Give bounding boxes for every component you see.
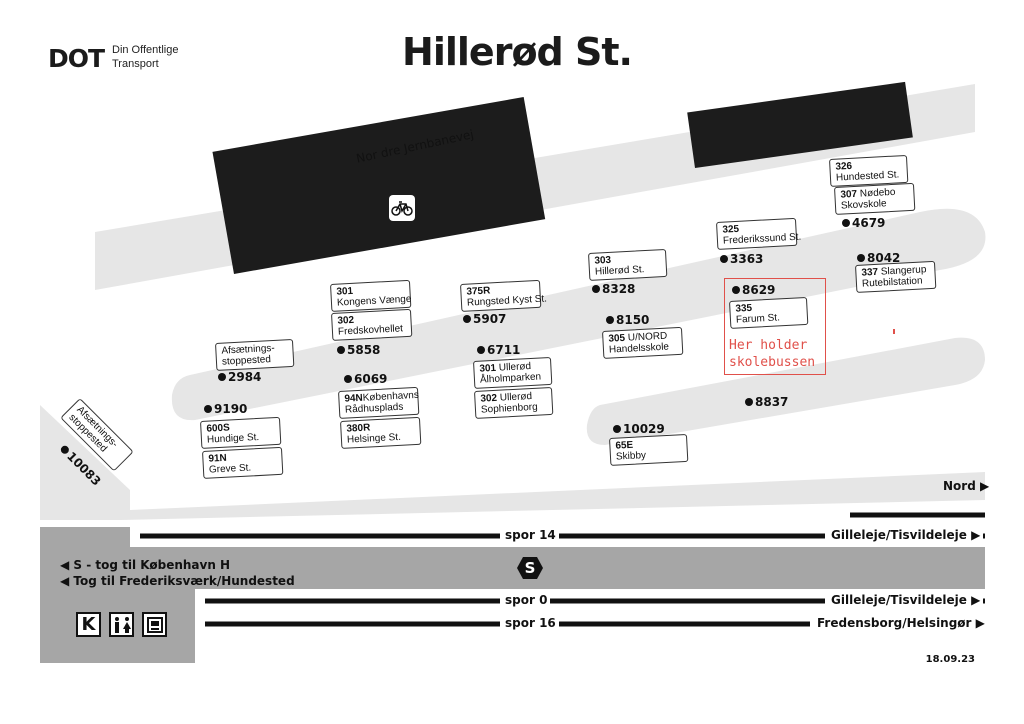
track-name: spor 0 (502, 593, 551, 607)
bus-stop: 8150 (606, 313, 649, 327)
logo-line-2: Transport (112, 58, 159, 70)
north-direction: Nord ▶ (943, 479, 990, 493)
bus-stop: 6711 (477, 343, 520, 357)
south-apron (40, 405, 985, 520)
bus-lane-upper (171, 208, 986, 421)
toilet-icon (109, 612, 134, 637)
stop-dot-icon (720, 255, 728, 263)
stop-dot-icon (204, 405, 212, 413)
bus-stop: 5858 (337, 343, 380, 357)
kiosk-icon: K (76, 612, 101, 637)
stop-dot-icon (344, 375, 352, 383)
route-label: Afsætnings-stoppested (215, 338, 295, 371)
stop-dot-icon (477, 346, 485, 354)
page-title: Hillerød St. (402, 30, 633, 74)
train-direction: ◀ S - tog til København H (60, 558, 231, 572)
track-name: spor 14 (502, 528, 559, 542)
bus-stop: 4679 (842, 216, 885, 230)
logo-mark: DOT (48, 44, 105, 73)
bus-stop: 3363 (720, 252, 763, 266)
bus-stop: 2984 (218, 370, 261, 384)
track-destination: Fredensborg/Helsingør ▶ (814, 616, 988, 630)
stop-dot-icon (218, 373, 226, 381)
bus-stop: 8328 (592, 282, 635, 296)
map-date: 18.09.23 (925, 654, 975, 665)
bus-stop: 5907 (463, 312, 506, 326)
bus-stop: 10029 (613, 422, 665, 436)
stop-dot-icon (463, 315, 471, 323)
track-destination: Gilleleje/Tisvildeleje ▶ (828, 528, 984, 542)
bus-stop: 8837 (745, 395, 788, 409)
bus-stop: 6069 (344, 372, 387, 386)
platform-west-block (40, 527, 195, 663)
train-direction: ◀ Tog til Frederiksværk/Hundested (60, 574, 295, 588)
stop-dot-icon (613, 425, 621, 433)
stop-dot-icon (592, 285, 600, 293)
bus-stop: 9190 (204, 402, 247, 416)
track-name: spor 16 (502, 616, 559, 630)
stop-dot-icon (745, 398, 753, 406)
bus-stop: 8042 (857, 251, 900, 265)
red-marker (893, 329, 895, 334)
building-west (212, 97, 546, 274)
track-destination: Gilleleje/Tisvildeleje ▶ (828, 593, 984, 607)
bicycle-icon (389, 195, 415, 221)
stop-dot-icon (732, 286, 740, 294)
bus-lane-lower (586, 337, 985, 445)
stop-dot-icon (857, 254, 865, 262)
s-train-letter: S (524, 559, 536, 577)
stop-dot-icon (606, 316, 614, 324)
logo-line-1: Din Offentlige (112, 44, 179, 56)
stop-dot-icon (337, 346, 345, 354)
bus-stop: 8629 (732, 283, 775, 297)
ticket-machine-icon (142, 612, 167, 637)
building-east (687, 81, 913, 168)
s-train-icon: S (517, 557, 543, 579)
stop-dot-icon (842, 219, 850, 227)
